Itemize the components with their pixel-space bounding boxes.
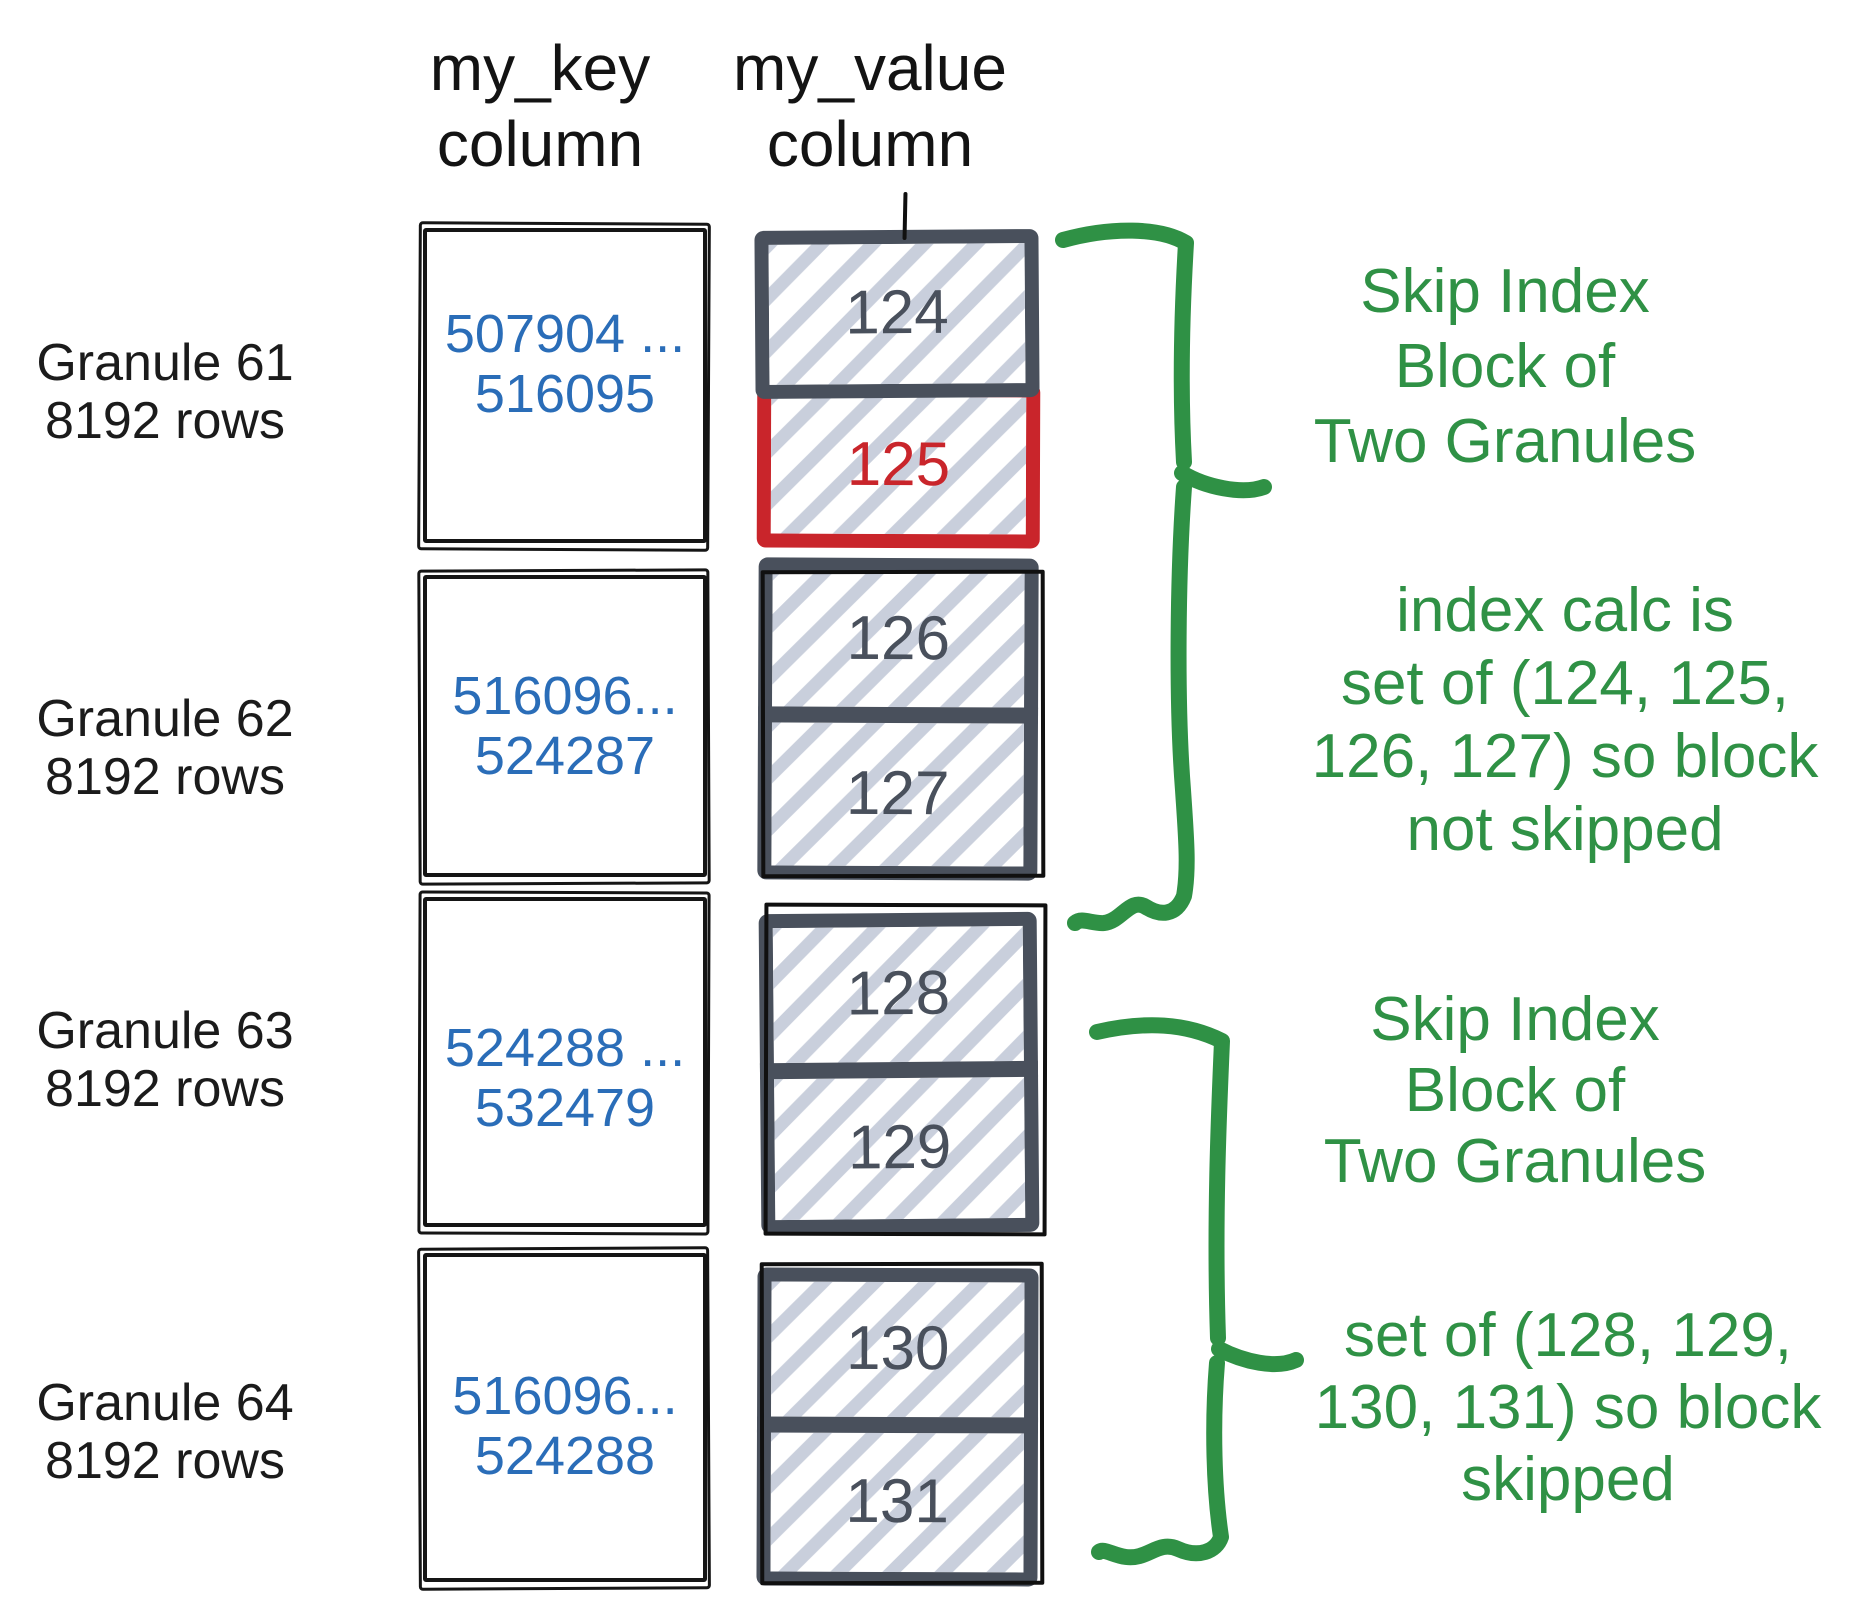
key-range: 516096... 524288 [427,1366,703,1486]
value-blocks-granule-63: 128 129 [758,911,1040,1235]
key-range: 507904 ... 516095 [427,304,703,424]
value-block-129: 129 [774,1076,1026,1221]
header-line: column [436,108,644,180]
key-range: 524288 ... 532479 [427,1018,703,1138]
granule-63-label: Granule 63 8192 rows [10,1002,320,1118]
value-block-131: 131 [770,1432,1024,1573]
key-box-granule-64: 516096... 524288 [423,1253,707,1582]
value-block-127: 127 [771,722,1024,867]
granule-name: Granule 64 [36,1374,294,1432]
brace-top-block-icon [1055,222,1272,932]
granule-rows: 8192 rows [45,392,285,450]
note-line: 130, 131) so block [1314,1373,1822,1442]
granule-rows: 8192 rows [45,1060,285,1118]
note-line: set of (128, 129, [1343,1301,1793,1370]
value-block-130: 130 [771,1281,1025,1418]
note-line: 126, 127) so block [1311,722,1819,791]
key-box-granule-61: 507904 ... 516095 [423,228,707,543]
key-min: 507904 ... [444,303,686,364]
key-min: 516096... [452,1365,678,1426]
key-box-granule-63: 524288 ... 532479 [423,897,707,1227]
key-min: 524288 ... [444,1018,686,1078]
note-line: Skip Index [1370,985,1660,1054]
value-blocks-granule-64: 130 131 [756,1267,1039,1587]
value-block-128: 128 [772,925,1024,1064]
granule-name: Granule 63 [36,1002,294,1060]
my-value-column-header: my_value column [660,30,1080,182]
note-skip-index-block-1: Skip Index Block of Two Granules [1200,254,1810,479]
note-index-calc-not-skipped: index calc is set of (124, 125, 126, 127… [1255,574,1859,866]
hatch-fill [771,1281,1025,1418]
hatch-fill [770,396,1027,535]
note-line: Block of [1394,332,1616,401]
hatch-fill [772,925,1024,1064]
key-range: 516096... 524287 [427,666,703,786]
key-max: 516095 [474,363,656,424]
hatch-fill [771,722,1024,867]
granule-64-label: Granule 64 8192 rows [10,1374,320,1490]
granule-62-label: Granule 62 8192 rows [10,690,320,806]
key-max: 532479 [474,1078,656,1138]
note-line: index calc is [1396,576,1734,645]
note-set-skipped: set of (128, 129, 130, 131) so block ski… [1268,1300,1859,1516]
value-blocks-granule-62: 126 127 [757,557,1039,881]
key-max: 524288 [474,1425,656,1486]
hatch-fill [770,1432,1024,1573]
granule-rows: 8192 rows [45,1432,285,1490]
note-line: Block of [1404,1056,1626,1125]
note-line: skipped [1461,1445,1675,1514]
hatch-fill [774,1076,1026,1221]
header-line: column [766,108,974,180]
note-line: Skip Index [1360,257,1650,326]
brace-bottom-block-icon [1089,1017,1304,1566]
note-line: Two Granules [1313,407,1697,476]
hatch-fill [768,243,1026,385]
granule-name: Granule 62 [36,690,294,748]
header-line: my_key [429,32,651,104]
granule-name: Granule 61 [36,334,294,392]
value-block-126: 126 [772,571,1025,708]
header-line: my_value [733,32,1007,104]
granule-61-label: Granule 61 8192 rows [10,334,320,450]
note-line: not skipped [1406,795,1724,864]
value-block-124: 124 [754,229,1040,399]
note-line: set of (124, 125, [1340,649,1790,718]
key-max: 524287 [474,726,656,786]
key-box-granule-62: 516096... 524287 [423,575,707,877]
note-line: Two Granules [1323,1127,1707,1196]
note-skip-index-block-2: Skip Index Block of Two Granules [1210,984,1820,1197]
granule-rows: 8192 rows [45,748,285,806]
hatch-fill [772,571,1025,708]
value-block-125-highlighted: 125 [756,382,1041,549]
my-key-column-header: my_key column [330,30,750,182]
key-min: 516096... [452,666,678,726]
